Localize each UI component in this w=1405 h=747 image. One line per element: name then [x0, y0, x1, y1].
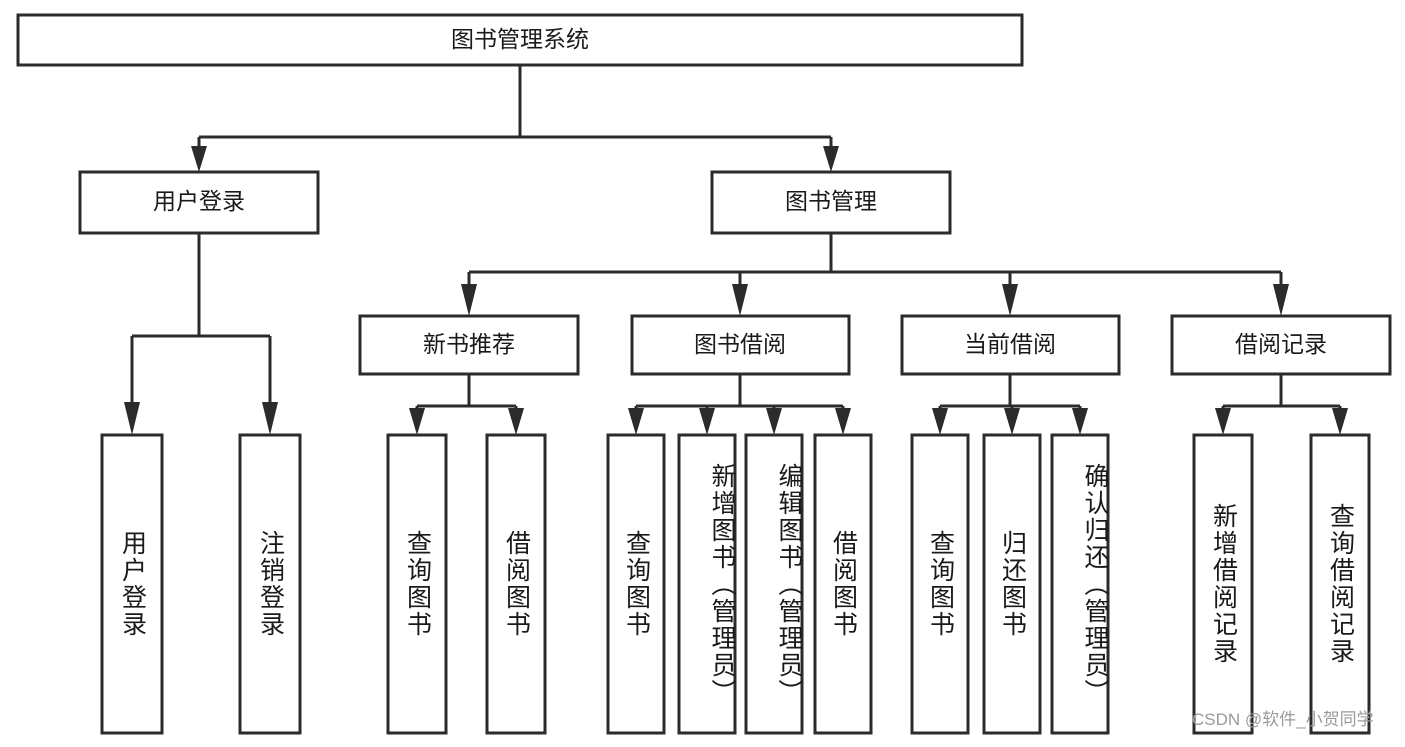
node-user-login[interactable]: 用户登录: [78, 170, 320, 235]
node-user-login-label: 用户登录: [153, 188, 245, 214]
leaf-box-query-book-recommend[interactable]: [386, 433, 448, 735]
node-user-login-box[interactable]: [78, 170, 320, 235]
leaf-box-query-borrow-record[interactable]: [1309, 433, 1371, 735]
leaf-box-query-book-borrow[interactable]: [606, 433, 666, 735]
leaf-box-query-book-current[interactable]: [910, 433, 970, 735]
csdn-watermark: CSDN @软件_小贺同学: [1192, 710, 1374, 729]
arrow-head-icon: [409, 408, 425, 435]
node-book-borrow-label: 图书借阅: [694, 331, 786, 357]
node-new-book-recommend-box[interactable]: [358, 314, 580, 376]
leaf-box-return-book[interactable]: [982, 433, 1042, 735]
arrow-head-icon: [835, 408, 851, 435]
arrow-head-icon: [699, 408, 715, 435]
leaf-box-confirm-return-admin[interactable]: [1050, 433, 1110, 735]
leaf-box-borrow-book[interactable]: [813, 433, 873, 735]
connector-layer: [124, 65, 1348, 435]
arrow-head-icon: [732, 284, 748, 316]
arrow-head-icon: [1002, 284, 1018, 316]
node-current-borrow[interactable]: 当前借阅: [900, 314, 1121, 376]
arrow-head-icon: [766, 408, 782, 435]
leaf-box-edit-book-admin[interactable]: [744, 433, 804, 735]
node-book-management-label: 图书管理: [785, 188, 877, 214]
leaf-box-add-book-admin[interactable]: [677, 433, 737, 735]
leaf-box-add-borrow-record[interactable]: [1192, 433, 1254, 735]
leaf-box-layer[interactable]: [100, 433, 1371, 735]
arrow-head-icon: [1273, 284, 1289, 316]
arrow-head-icon: [262, 402, 278, 435]
node-book-borrow-box[interactable]: [630, 314, 851, 376]
node-new-book-recommend[interactable]: 新书推荐: [358, 314, 580, 376]
arrow-head-icon: [1072, 408, 1088, 435]
arrow-head-icon: [1004, 408, 1020, 435]
arrow-head-icon: [124, 402, 140, 435]
leaf-box-borrow-book-recommend[interactable]: [485, 433, 547, 735]
node-root-label: 图书管理系统: [451, 26, 589, 52]
arrow-head-icon: [932, 408, 948, 435]
arrow-head-icon: [628, 408, 644, 435]
node-new-book-recommend-label: 新书推荐: [423, 331, 515, 357]
node-book-management[interactable]: 图书管理: [710, 170, 952, 235]
leaf-box-user-login[interactable]: [100, 433, 164, 735]
arrow-head-icon: [823, 146, 839, 172]
node-borrow-record[interactable]: 借阅记录: [1170, 314, 1392, 376]
node-root-box[interactable]: [16, 13, 1024, 67]
node-root[interactable]: 图书管理系统: [16, 13, 1024, 67]
arrow-head-icon: [461, 284, 477, 316]
leaf-box-logout-login[interactable]: [238, 433, 302, 735]
arrow-head-icon: [1332, 408, 1348, 435]
arrow-head-icon: [1215, 408, 1231, 435]
node-current-borrow-box[interactable]: [900, 314, 1121, 376]
node-current-borrow-label: 当前借阅: [964, 331, 1056, 357]
arrow-head-icon: [191, 146, 207, 172]
arrow-head-icon: [508, 408, 524, 435]
node-book-borrow[interactable]: 图书借阅: [630, 314, 851, 376]
node-borrow-record-label: 借阅记录: [1235, 331, 1327, 357]
node-borrow-record-box[interactable]: [1170, 314, 1392, 376]
node-book-management-box[interactable]: [710, 170, 952, 235]
